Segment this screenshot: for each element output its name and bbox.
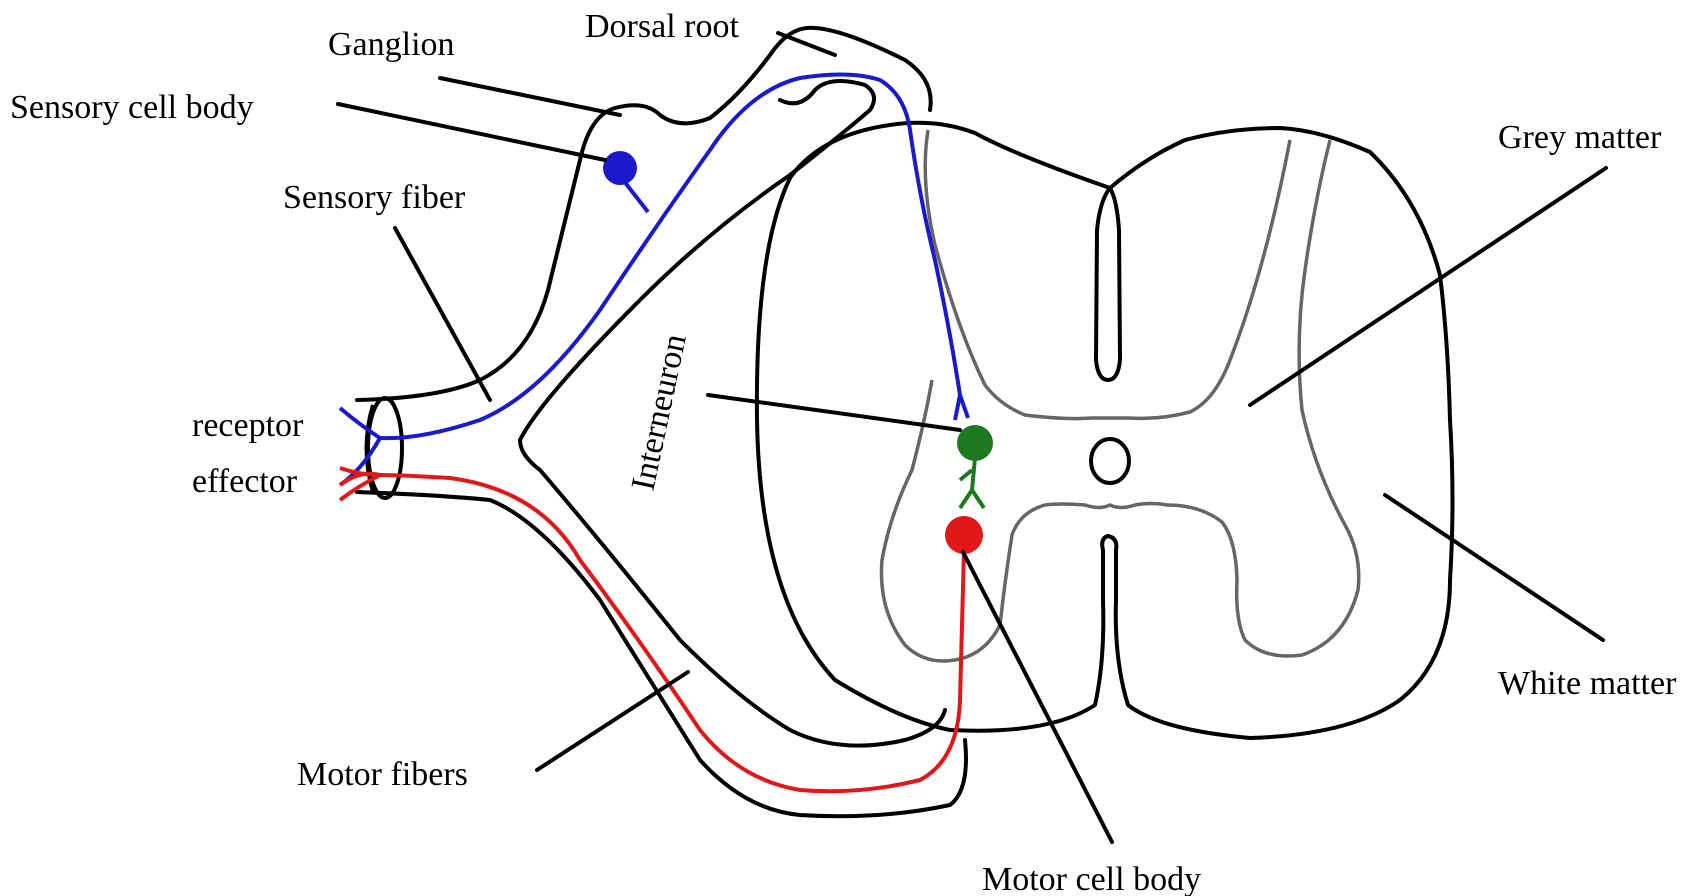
label-motor-fibers: Motor fibers	[297, 756, 468, 793]
sensory-cell-body	[603, 151, 637, 185]
label-motor-cell-body: Motor cell body	[982, 861, 1201, 896]
grey-matter-outline	[925, 130, 1290, 419]
grey-matter-outline-right	[881, 140, 1358, 661]
label-grey-matter: Grey matter	[1498, 119, 1662, 156]
interneuron-processes	[960, 458, 984, 508]
leader-dorsal-root	[778, 33, 835, 55]
label-sensory-cell-body: Sensory cell body	[10, 89, 254, 126]
label-receptor: receptor	[192, 407, 304, 444]
label-sensory-fiber: Sensory fiber	[283, 179, 466, 216]
label-effector: effector	[192, 463, 298, 500]
label-white-matter: White matter	[1498, 665, 1677, 702]
leader-sensory-fiber	[395, 228, 490, 400]
label-dorsal-root: Dorsal root	[585, 8, 739, 45]
leader-ganglion	[440, 78, 620, 115]
leader-interneuron	[708, 395, 960, 430]
dorsal-median-sulcus	[1096, 188, 1120, 380]
spinal-nerve-inner	[520, 81, 874, 440]
interneuron-cell-body	[957, 425, 993, 461]
leader-sensory-cell-body	[338, 104, 605, 160]
sensory-terminal-branch	[955, 395, 968, 420]
leader-motor-cell-body	[963, 552, 1112, 842]
spinal-cord-outline	[757, 123, 1453, 738]
motor-cell-body	[945, 516, 983, 554]
leader-motor-fibers	[537, 672, 688, 770]
leader-white-matter	[1385, 495, 1603, 640]
label-ganglion: Ganglion	[328, 26, 455, 63]
central-canal	[1091, 439, 1129, 483]
label-interneuron: Interneuron	[625, 331, 694, 494]
